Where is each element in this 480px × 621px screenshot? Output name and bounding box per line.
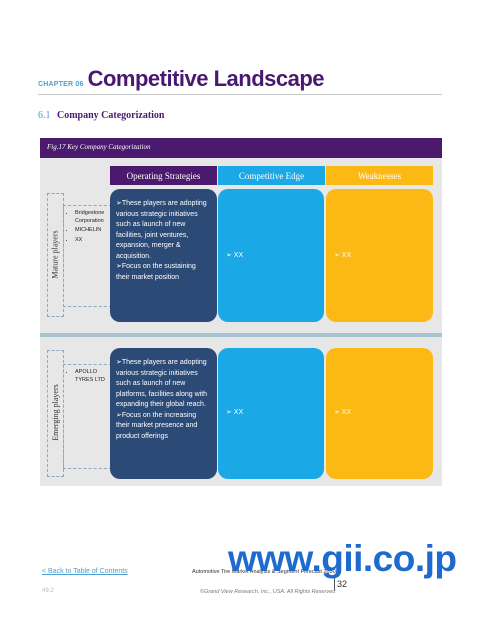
weaknesses-cell-emerging: ➢ XX bbox=[326, 348, 433, 479]
edge-text: ➢ XX bbox=[226, 409, 244, 416]
section-number: 6.1 bbox=[38, 110, 51, 121]
company-list-emerging: APOLLO TYRES LTD bbox=[63, 364, 112, 469]
section-title: Company Categorization bbox=[57, 110, 165, 121]
chapter-label: CHAPTER 06 bbox=[38, 81, 84, 88]
company-item: Bridgestone Corporation bbox=[75, 210, 108, 225]
strategies-cell-emerging: ➢These players are adopting various stra… bbox=[110, 348, 217, 479]
page-number: 32 bbox=[334, 577, 347, 591]
report-title: Automotive Tire Market Analysis & Segmen… bbox=[192, 569, 336, 575]
watermark: www.gii.co.jp bbox=[228, 538, 457, 579]
company-item: XX bbox=[75, 237, 108, 245]
chapter-title: Competitive Landscape bbox=[87, 66, 325, 91]
company-item: MICHELIN bbox=[75, 227, 108, 235]
strategy-text: ➢Focus on the increasing their market pr… bbox=[116, 411, 198, 440]
chapter-heading: CHAPTER 06 Competitive Landscape bbox=[38, 66, 325, 92]
edge-cell-mature: ➢ XX bbox=[218, 189, 324, 322]
company-item: APOLLO TYRES LTD bbox=[75, 369, 108, 384]
strategy-text: ➢These players are adopting various stra… bbox=[116, 200, 207, 260]
strategies-cell-mature: ➢These players are adopting various stra… bbox=[110, 189, 217, 322]
footer-faint-text: 49.2 bbox=[42, 588, 54, 594]
header-weaknesses: Weaknesses bbox=[326, 166, 433, 185]
section-heading: 6.1 Company Categorization bbox=[38, 110, 165, 121]
strategy-text: ➢These players are adopting various stra… bbox=[116, 359, 208, 408]
row-separator bbox=[40, 333, 442, 337]
weakness-text: ➢ XX bbox=[334, 252, 352, 259]
figure-title: Fig.17 Key Company Categorization bbox=[47, 143, 151, 151]
copyright-text: ©Grand View Research, Inc., USA. All Rig… bbox=[200, 589, 336, 595]
company-list-mature: Bridgestone Corporation MICHELIN XX bbox=[63, 205, 112, 307]
weaknesses-cell-mature: ➢ XX bbox=[326, 189, 433, 322]
edge-cell-emerging: ➢ XX bbox=[218, 348, 324, 479]
heading-divider bbox=[38, 94, 442, 95]
strategy-text: ➢Focus on the sustaining their market po… bbox=[116, 263, 196, 281]
edge-text: ➢ XX bbox=[226, 252, 244, 259]
header-competitive-edge: Competitive Edge bbox=[218, 166, 325, 185]
weakness-text: ➢ XX bbox=[334, 409, 352, 416]
figure-title-bar: Fig.17 Key Company Categorization bbox=[40, 138, 442, 158]
header-operating-strategies: Operating Strategies bbox=[110, 166, 217, 185]
back-to-toc-link[interactable]: < Back to Table of Contents bbox=[42, 568, 128, 575]
